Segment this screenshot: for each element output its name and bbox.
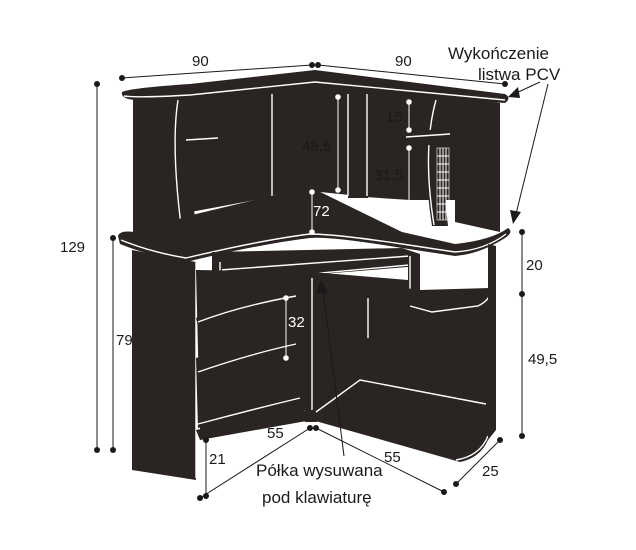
small-shelf-right: [403, 128, 452, 146]
dim-base-right: 55: [384, 449, 401, 466]
dim-top-right-width: 90: [395, 53, 412, 70]
right-bottom-shelf-edge: [315, 379, 489, 461]
left-plinth: [196, 408, 312, 440]
dim-shelf-height: 31,5: [374, 167, 403, 184]
right-side-panel: [488, 244, 496, 440]
dim-shelf-gap: 15: [386, 109, 403, 126]
dim-corner-depth: 72: [313, 203, 330, 220]
dim-total-height: 129: [60, 239, 85, 256]
pvc-note-line1: Wykończenie: [448, 44, 549, 63]
pcv-arrowhead-bottom: [510, 210, 521, 224]
hutch-left-support: [175, 100, 200, 250]
dim-upper-height: 48,5: [302, 138, 331, 155]
desk-top-edge: [120, 233, 507, 259]
left-side-panel: [132, 250, 196, 480]
desk-top: [118, 188, 511, 262]
shelf-note-line2: pod klawiaturę: [262, 488, 372, 507]
ventilation-grid: [436, 147, 450, 221]
dim-desk-height: 79: [116, 332, 133, 349]
small-shelf-left-edge: [185, 137, 219, 141]
shelf-arrowhead: [316, 280, 328, 294]
dim-base-left: 55: [267, 425, 284, 442]
annotation-arrows: [316, 81, 549, 457]
pcv-arrowhead-top: [508, 87, 520, 98]
pvc-note-line2: listwa PCV: [478, 65, 561, 84]
drawer-rail-right: [408, 252, 420, 300]
hutch-post-edges: [271, 94, 368, 200]
center-post: [305, 272, 317, 422]
dim-side-depth: 25: [482, 463, 499, 480]
right-shelf: [330, 278, 491, 314]
corner-desk: [118, 70, 511, 480]
right-bottom-shelf: [312, 376, 488, 462]
hutch-back-center: [250, 86, 350, 200]
hutch-left-panel: [133, 92, 255, 240]
hutch-right-support-edge: [427, 99, 437, 226]
dim-right-lower: 49,5: [528, 351, 557, 368]
shelf-note-line1: Półka wysuwana: [256, 461, 383, 480]
dim-keyboard-gap: 32: [288, 314, 305, 331]
note-labels: Wykończenie listwa PCV Półka wysuwana po…: [256, 44, 561, 507]
dimension-lines: [94, 62, 525, 501]
hutch-left-post: [255, 92, 273, 202]
hutch-right-panel: [345, 86, 500, 232]
dim-top-left-width: 90: [192, 53, 209, 70]
top-board-edge: [123, 81, 506, 101]
dimension-labels: 90 90 129 79 48,5 15 31,5 72 32 20 49,5 …: [60, 53, 557, 480]
small-shelf-right-edge: [405, 133, 451, 138]
dim-right-upper: 20: [526, 257, 543, 274]
top-board: [121, 70, 509, 103]
hutch-right-post: [348, 92, 368, 198]
dim-plinth: 21: [209, 451, 226, 468]
